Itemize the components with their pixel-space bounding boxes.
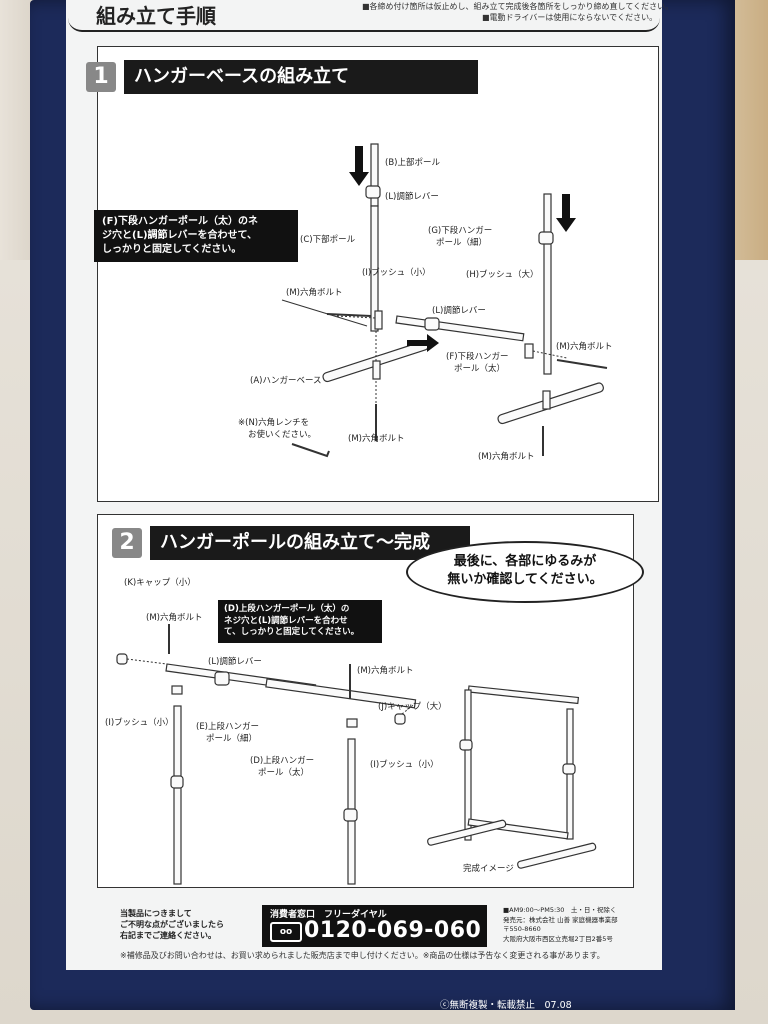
- step2-note: (D)上段ハンガーポール（太）の ネジ穴と(L)調節レバーを合わせ て、しっかり…: [218, 600, 382, 643]
- label-wrench-1: ※(N)六角レンチを: [238, 418, 310, 428]
- bolt-right: [556, 359, 608, 369]
- footer-disclaimer: ※補修品及びお問い合わせは、お買い求められました販売店まで申し付けください。※商…: [120, 951, 605, 960]
- left-pole: [173, 705, 182, 885]
- label-lever-top: (L)調節レバー: [385, 192, 439, 202]
- label-upper-thick-2: ポール（太）: [258, 768, 310, 778]
- label-bush-small-left: (I)ブッシュ（小）: [105, 718, 174, 728]
- label-cap-large: (J)キャップ（大）: [378, 702, 447, 712]
- step2-title: ハンガーポールの組み立て〜完成: [150, 526, 470, 560]
- label-bush-large: (H)ブッシュ（大）: [466, 270, 539, 280]
- lever-right: [538, 231, 554, 245]
- step2-number: 2: [112, 528, 142, 558]
- bush-left: [171, 685, 183, 695]
- lower-hanger-thin: [395, 315, 525, 342]
- label-lower-hanger-thin-2: ポール（細）: [436, 238, 488, 248]
- label-hex-bolt-right: (M)六角ボルト: [556, 342, 613, 352]
- right-pole-lever: [343, 808, 358, 822]
- label-lever: (L)調節レバー: [208, 657, 262, 667]
- cap-small: [116, 653, 128, 665]
- complete-image: [427, 685, 597, 869]
- label-bush-small-right: (I)ブッシュ（小）: [370, 760, 439, 770]
- hex-wrench: [291, 443, 330, 458]
- bolt-left: [326, 313, 372, 317]
- step1-number: 1: [86, 62, 116, 92]
- step1-title: ハンガーベースの組み立て: [124, 60, 478, 94]
- label-upper-thin-2: ポール（細）: [206, 734, 258, 744]
- label-hanger-base: (A)ハンガーベース: [250, 376, 322, 386]
- tel-banner: 消費者窓口 フリーダイヤル oo 0120-069-060: [262, 905, 487, 947]
- step2-diagram: [116, 624, 597, 885]
- cap-large: [394, 713, 406, 725]
- hanger-base-right: [497, 382, 604, 425]
- label-lower-hanger-thick-1: (F)下段ハンガー: [446, 352, 509, 362]
- label-upper-pole: (B)上部ポール: [385, 158, 440, 168]
- header-strip: [68, 0, 660, 32]
- left-pole-lever: [170, 775, 184, 789]
- arrow-down-icon: [349, 146, 369, 186]
- bush-large: [524, 343, 534, 359]
- label-lever-mid: (L)調節レバー: [432, 306, 486, 316]
- page-title: 組み立て手順: [96, 4, 216, 28]
- label-upper-thick-1: (D)上段ハンガー: [250, 756, 315, 766]
- tel-number: 0120-069-060: [304, 918, 482, 943]
- base-stem-right: [542, 390, 551, 410]
- lever: [214, 671, 230, 686]
- lever-mid: [424, 317, 440, 331]
- lower-pole: [370, 205, 379, 332]
- tel-label: 消費者窓口 フリーダイヤル: [270, 910, 387, 920]
- bush-small: [374, 310, 383, 330]
- label-hex-bolt-a: (M)六角ボルト: [146, 613, 203, 623]
- label-hex-bolt-b: (M)六角ボルト: [357, 666, 414, 676]
- lever-top: [365, 185, 381, 199]
- label-hex-bolt-bottom: (M)六角ボルト: [348, 434, 405, 444]
- step1-diagram: [281, 143, 608, 458]
- label-cap-small: (K)キャップ（小）: [124, 578, 196, 588]
- label-upper-thin-1: (E)上段ハンガー: [196, 722, 260, 732]
- label-lower-hanger-thin-1: (G)下段ハンガー: [428, 226, 493, 236]
- header-note-1: ■各締め付け箇所は仮止めし、組み立て完成後各箇所をしっかり締め直してください。: [362, 2, 674, 11]
- label-hex-bolt-bottom-right: (M)六角ボルト: [478, 452, 535, 462]
- bush-right: [346, 718, 358, 728]
- phone-icon: oo: [270, 922, 302, 942]
- check-oval: 最後に、各部にゆるみが 無いか確認してください。: [406, 541, 644, 603]
- label-lower-hanger-thick-2: ポール（太）: [454, 364, 506, 374]
- label-bush-small: (I)ブッシュ（小）: [362, 268, 431, 278]
- arrow-right-icon: [407, 334, 439, 352]
- label-complete: 完成イメージ: [463, 864, 514, 874]
- label-wrench-2: お使いください。: [248, 430, 317, 440]
- base-stem-left: [372, 360, 381, 380]
- label-hex-bolt-left: (M)六角ボルト: [286, 288, 343, 298]
- label-lower-pole: (C)下部ポール: [300, 235, 356, 245]
- header-note-2: ■電動ドライバーは使用にならないでください。: [482, 13, 658, 22]
- footer-company-info: ■AM9:00〜PM5:30 土・日・祝除く 発売元：株式会社 山善 家庭機器事…: [503, 906, 618, 943]
- copyright: ⓒ無断複製・転載禁止 07.08: [440, 1000, 572, 1011]
- footer-contact-text: 当製品につきまして ご不明な点がございましたら 右記までご連絡ください。: [120, 909, 224, 940]
- arrow-down-icon-right: [556, 194, 576, 232]
- step1-note: (F)下段ハンガーポール（太）のネ ジ穴と(L)調節レバーを合わせて、 しっかり…: [94, 210, 298, 262]
- right-pole: [543, 193, 552, 375]
